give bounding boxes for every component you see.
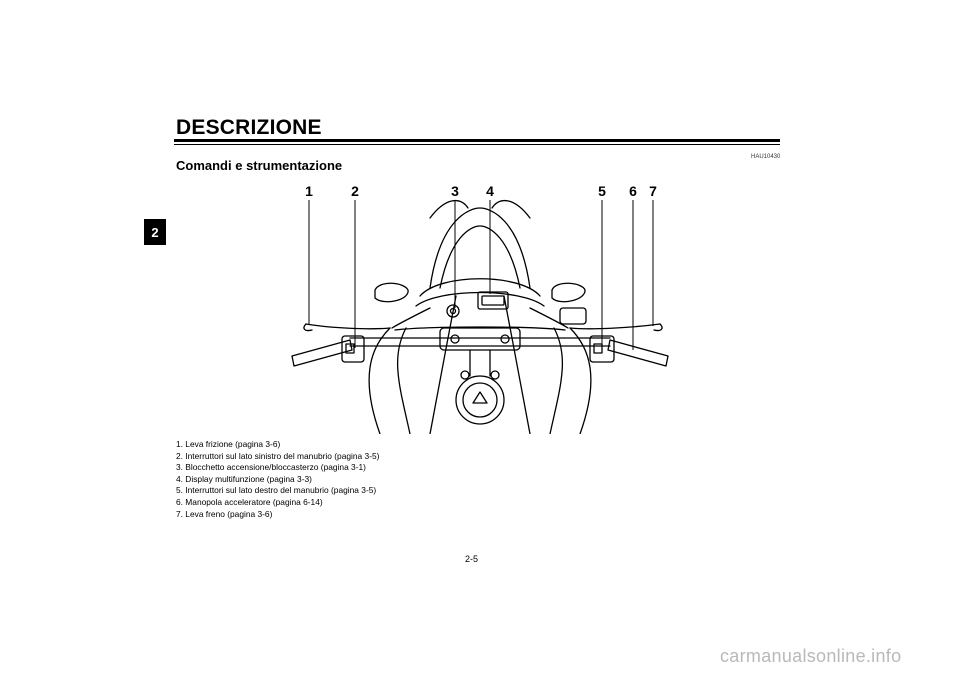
callout-item: 2. Interruttori sul lato sinistro del ma… — [176, 450, 380, 461]
callout-number: 7 — [649, 183, 657, 199]
header-rule-thin — [174, 144, 780, 145]
subtitle: Comandi e strumentazione — [176, 158, 343, 173]
callout-number: 1 — [305, 183, 313, 199]
callout-item: 1. Leva frizione (pagina 3-6) — [176, 439, 281, 449]
callout-number: 2 — [351, 183, 359, 199]
handlebar-illustration: 1 2 3 4 5 6 7 — [291, 183, 669, 434]
header-rule — [174, 139, 780, 142]
callout-number: 5 — [598, 183, 606, 199]
callout-item: 7. Leva freno (pagina 3-6) — [176, 508, 273, 519]
callout-item: 4. Display multifunzione (pagina 3-3) — [176, 473, 312, 484]
callout-number: 4 — [486, 183, 494, 199]
callout-number: 3 — [451, 183, 459, 199]
page-number: 2-5 — [465, 554, 479, 564]
callout-item: 6. Manopola acceleratore (pagina 6-14) — [176, 496, 323, 507]
chapter-tab: 2 — [144, 219, 166, 245]
watermark: carmanualsonline.info — [720, 646, 902, 666]
reference-code: HAU10430 — [751, 154, 781, 160]
callout-item: 5. Interruttori sul lato destro del manu… — [176, 485, 377, 496]
callout-list: 1. Leva frizione (pagina 3-6) 2. Interru… — [176, 439, 379, 520]
callout-number: 6 — [629, 183, 637, 199]
callout-item: 3. Blocchetto accensione/bloccasterzo (p… — [176, 462, 366, 473]
section-title: DESCRIZIONE — [176, 116, 322, 139]
